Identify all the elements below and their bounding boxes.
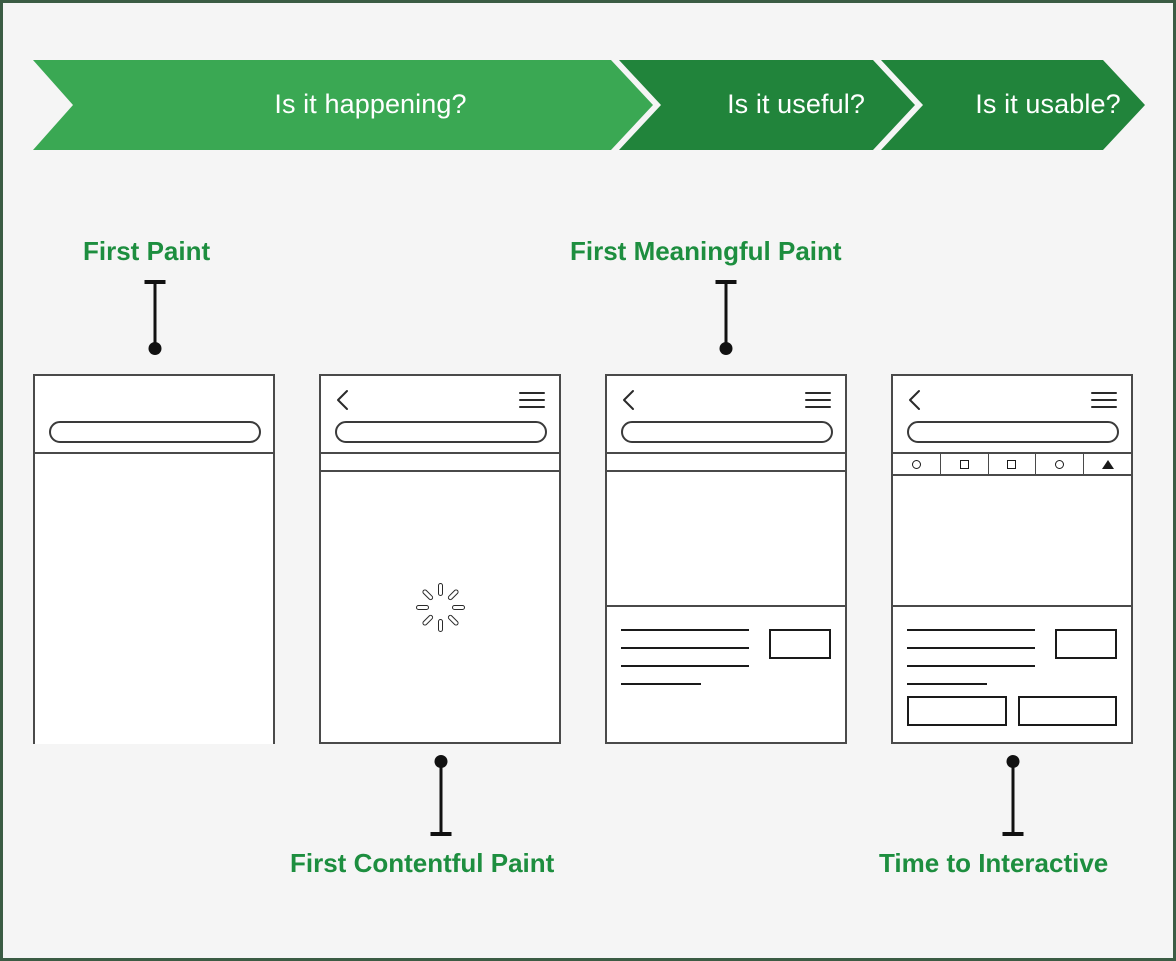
- text-line: [621, 665, 749, 667]
- pointer-time-to-interactive: [1002, 755, 1023, 839]
- text-line: [621, 647, 749, 649]
- back-chevron-icon[interactable]: [907, 388, 923, 412]
- toolbar-item-square-2[interactable]: [989, 454, 1037, 474]
- phone-content-area: [607, 607, 845, 740]
- loading-spinner-icon: [413, 580, 467, 634]
- secondary-band: [321, 454, 559, 472]
- text-line: [907, 629, 1035, 631]
- secondary-band: [607, 454, 845, 472]
- action-button-row: [907, 696, 1117, 726]
- action-button-secondary[interactable]: [1017, 696, 1117, 726]
- content-thumbnail-box: [1055, 629, 1117, 659]
- phone-content-area: [321, 472, 559, 742]
- pointer-first-paint: [144, 280, 165, 356]
- content-thumbnail-box: [769, 629, 831, 659]
- interactive-toolbar: [893, 454, 1131, 476]
- chevron-shape-is-it-usable[interactable]: [881, 60, 1145, 150]
- phone-header: [893, 376, 1131, 454]
- pointer-dot: [719, 342, 732, 355]
- search-bar-pill[interactable]: [621, 421, 833, 443]
- pointer-stem: [1011, 764, 1014, 834]
- search-bar-pill[interactable]: [335, 421, 547, 443]
- back-chevron-icon[interactable]: [621, 388, 637, 412]
- action-button-primary[interactable]: [907, 696, 1007, 726]
- phase-banner: Is it happening? Is it useful? Is it usa…: [33, 60, 1145, 150]
- square-icon: [959, 459, 969, 469]
- pointer-stem: [724, 282, 727, 348]
- back-chevron-icon[interactable]: [335, 388, 351, 412]
- text-line: [907, 683, 987, 685]
- metric-label-first-contentful-paint: First Contentful Paint: [290, 848, 555, 878]
- search-bar-pill[interactable]: [49, 421, 261, 443]
- hamburger-menu-icon[interactable]: [519, 392, 545, 409]
- phone-header: [607, 376, 845, 454]
- pointer-cap: [430, 832, 451, 836]
- search-bar-pill[interactable]: [907, 421, 1119, 443]
- hamburger-menu-icon[interactable]: [805, 392, 831, 409]
- toolbar-item-square[interactable]: [941, 454, 989, 474]
- text-placeholder-lines: [907, 629, 1035, 685]
- phone-content-area: [893, 607, 1131, 740]
- phone-mockup-first-contentful-paint: [319, 374, 561, 744]
- pointer-dot: [434, 755, 447, 768]
- pointer-dot: [1006, 755, 1019, 768]
- square-icon: [1007, 459, 1017, 469]
- pointer-stem: [439, 764, 442, 834]
- chevron-shape-is-it-useful[interactable]: [619, 60, 915, 150]
- phone-mockup-first-meaningful-paint: [605, 374, 847, 744]
- circle-icon: [1055, 459, 1065, 469]
- pointer-dot: [148, 342, 161, 355]
- phone-mockup-time-to-interactive: [891, 374, 1133, 744]
- metric-label-first-paint: First Paint: [83, 236, 211, 266]
- text-line: [907, 665, 1035, 667]
- toolbar-item-circle-2[interactable]: [1036, 454, 1085, 474]
- phone-header: [321, 376, 559, 454]
- text-line: [907, 647, 1035, 649]
- pointer-first-meaningful-paint: [715, 280, 736, 356]
- text-line: [621, 629, 749, 631]
- triangle-icon: [1101, 459, 1114, 469]
- chevron-label-is-it-happening: Is it happening?: [274, 89, 467, 119]
- pointer-stem: [153, 282, 156, 348]
- text-line: [621, 683, 701, 685]
- toolbar-item-circle[interactable]: [893, 454, 941, 474]
- chevron-label-is-it-useful: Is it useful?: [727, 89, 865, 119]
- pointer-first-contentful-paint: [430, 755, 451, 839]
- pointer-cap: [1002, 832, 1023, 836]
- metric-label-time-to-interactive: Time to Interactive: [879, 848, 1109, 878]
- phase-banner-shapes: [33, 60, 1145, 150]
- metric-label-first-meaningful-paint: First Meaningful Paint: [570, 236, 842, 266]
- chevron-label-is-it-usable: Is it usable?: [975, 89, 1121, 119]
- circle-icon: [911, 459, 921, 469]
- chevron-shape-is-it-happening[interactable]: [33, 60, 653, 150]
- phone-header: [35, 376, 273, 454]
- phone-mockup-first-paint: [33, 374, 275, 744]
- hamburger-menu-icon[interactable]: [1091, 392, 1117, 409]
- phone-hero-area: [893, 476, 1131, 607]
- text-placeholder-lines: [621, 629, 749, 685]
- toolbar-item-triangle[interactable]: [1084, 454, 1131, 474]
- phone-content-area: [35, 454, 273, 744]
- phone-hero-area: [607, 472, 845, 607]
